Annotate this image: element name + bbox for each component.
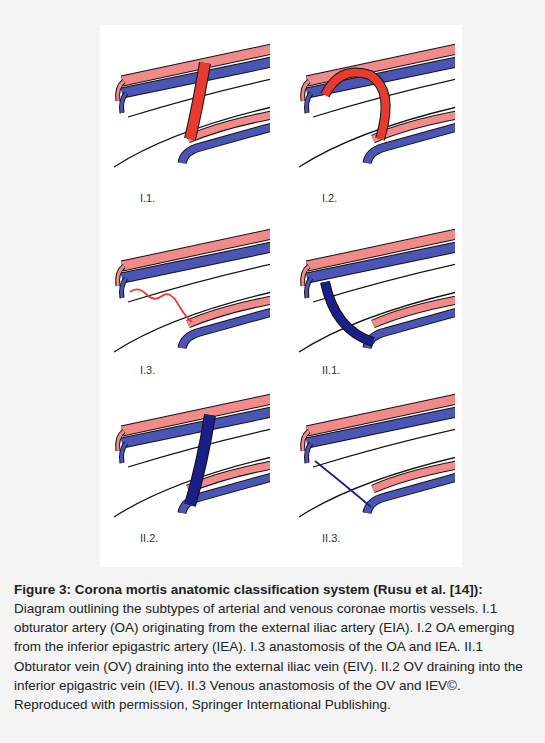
panel-label: I.1. [140,192,155,204]
panel-label: I.2. [322,192,337,204]
panel-label: II.1. [322,364,340,376]
panel-i3 [114,234,270,352]
figure-title: Figure 3: Corona mortis anatomic classif… [14,582,483,597]
figure-ground [100,25,462,567]
panel-i1 [114,49,270,167]
panel-label: I.3. [140,364,155,376]
panel-label: II.2. [140,532,158,544]
panel-label: II.3. [322,532,340,544]
panel-ii2 [114,399,270,517]
figure-caption: Diagram outlining the subtypes of arteri… [14,601,523,712]
panel-ii1 [299,234,455,352]
panel-ii3 [299,399,455,517]
caption-block: Figure 3: Corona mortis anatomic classif… [14,580,530,714]
panel-i2 [299,49,455,167]
